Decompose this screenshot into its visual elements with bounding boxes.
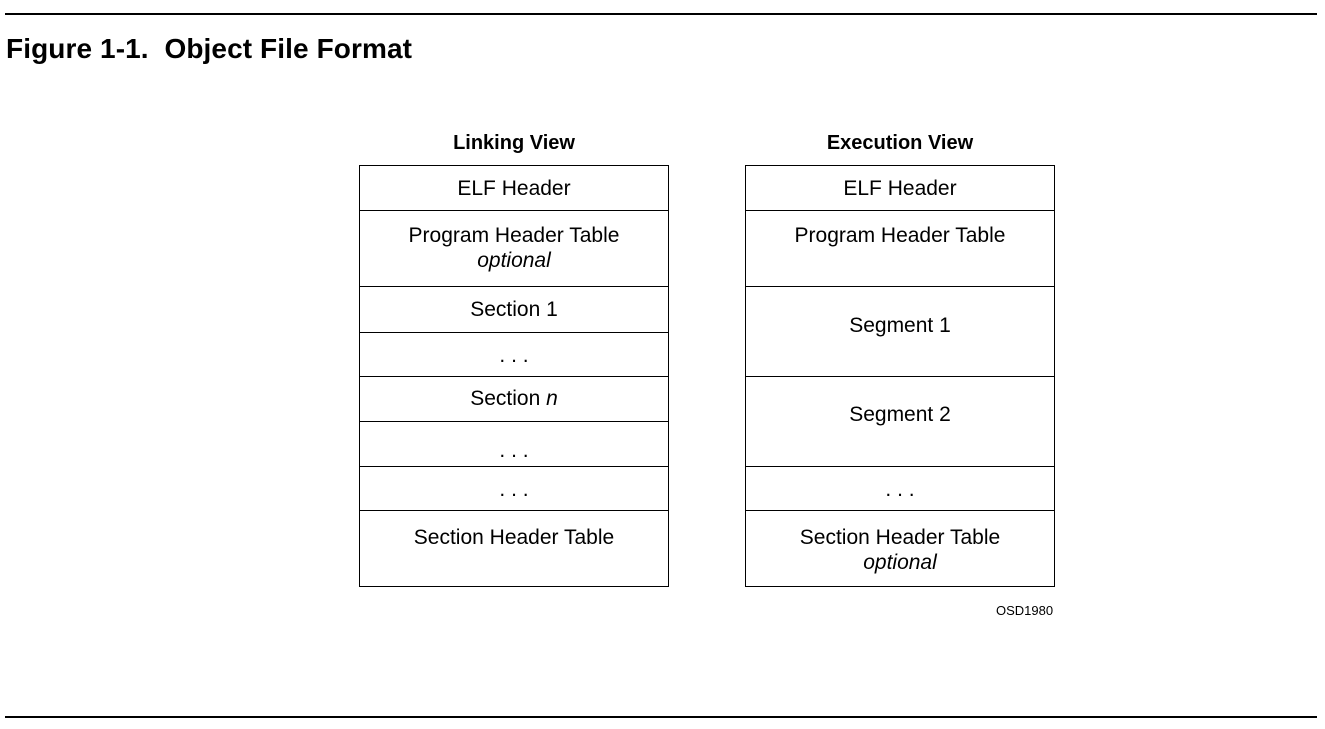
execution-cell-label: ELF Header	[843, 177, 957, 200]
execution-cell-label: Segment 2	[849, 403, 951, 426]
execution-cell-segment-1: Segment 1	[746, 286, 1054, 376]
execution-cell-segment-2: Segment 2	[746, 376, 1054, 466]
execution-cell-label: Segment 1	[849, 314, 951, 337]
linking-cell-ellipsis-3: . . .	[360, 466, 668, 510]
linking-view-column: ELF Header Program Header Table optional…	[359, 165, 669, 587]
linking-cell-section-n: Section n	[360, 376, 668, 421]
linking-cell-ellipsis-1: . . .	[360, 332, 668, 376]
execution-cell-label: Program Header Table	[794, 224, 1006, 247]
execution-cell-note: optional	[863, 551, 937, 574]
execution-cell-elf-header: ELF Header	[746, 166, 1054, 210]
linking-cell-section-header-table: Section Header Table	[360, 510, 668, 586]
figure-id-label: OSD1980	[996, 603, 1054, 618]
linking-cell-section-1: Section 1	[360, 286, 668, 332]
linking-cell-label: Section 1	[470, 298, 558, 321]
linking-cell-label: . . .	[499, 478, 529, 501]
bottom-rule	[5, 716, 1317, 718]
linking-cell-label: ELF Header	[457, 177, 571, 200]
section-n-prefix: Section	[470, 387, 547, 410]
linking-cell-label: . . .	[499, 344, 529, 367]
figure-title: Figure 1-1. Object File Format	[6, 33, 413, 64]
linking-cell-ellipsis-2: . . .	[360, 421, 668, 466]
execution-cell-ellipsis: . . .	[746, 466, 1054, 510]
execution-cell-label: Section Header Table	[799, 526, 1001, 549]
execution-cell-label: . . .	[885, 478, 915, 501]
linking-cell-label: Section Header Table	[413, 526, 615, 549]
execution-cell-section-header-table: Section Header Table optional	[746, 510, 1054, 586]
linking-cell-program-header-table: Program Header Table optional	[360, 210, 668, 286]
execution-view-column: ELF Header Program Header Table Segment …	[745, 165, 1055, 587]
linking-view-title: Linking View	[453, 132, 575, 154]
linking-cell-label: Program Header Table	[408, 224, 620, 247]
top-rule	[5, 13, 1317, 15]
linking-cell-elf-header: ELF Header	[360, 166, 668, 210]
execution-view-title: Execution View	[826, 132, 974, 154]
execution-cell-program-header-table: Program Header Table	[746, 210, 1054, 286]
linking-cell-label: Section n	[360, 386, 668, 412]
section-n-italic: n	[546, 387, 558, 410]
linking-cell-label: . . .	[499, 439, 529, 462]
linking-cell-note: optional	[477, 249, 551, 272]
